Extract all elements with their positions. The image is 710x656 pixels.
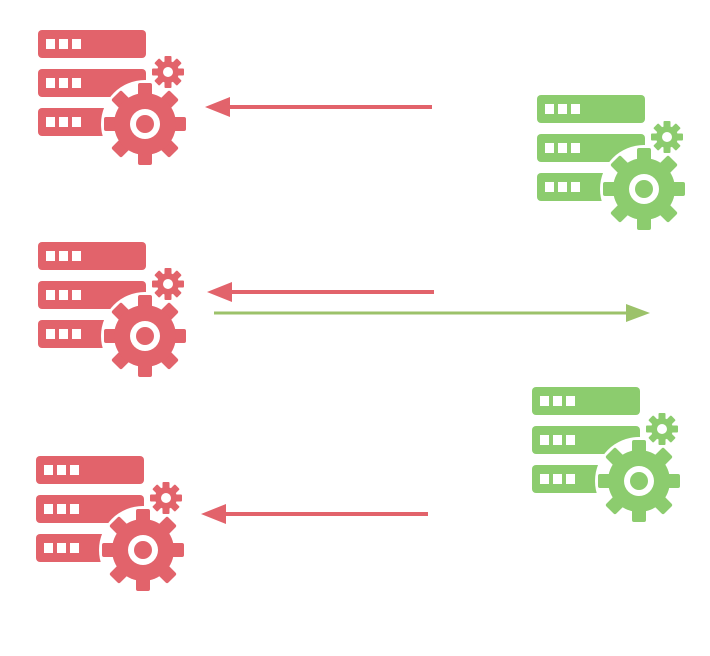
arrow-red-1 bbox=[205, 97, 432, 117]
server-gear-icon-red-2 bbox=[38, 242, 189, 380]
server-gear-icon-red-3 bbox=[36, 456, 187, 594]
arrow-red-2 bbox=[207, 282, 434, 302]
arrow-red-3 bbox=[201, 504, 428, 524]
server-gear-icon-green-2 bbox=[532, 387, 683, 525]
server-gear-icon-red-1 bbox=[38, 30, 189, 168]
arrow-green-1 bbox=[214, 304, 650, 322]
server-gear-icon-green-1 bbox=[537, 95, 688, 233]
